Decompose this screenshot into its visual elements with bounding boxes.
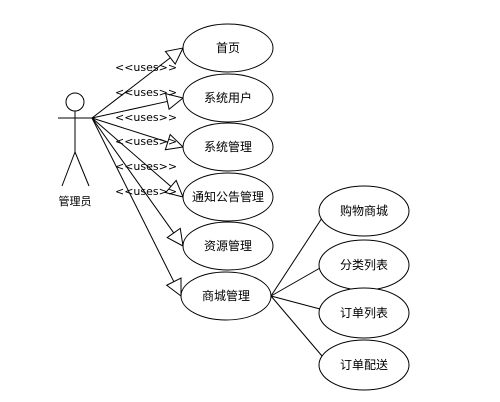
sub-use-case-shopping-mall: 购物商城 [318, 185, 410, 237]
actor-admin: 管理员 [58, 92, 92, 208]
sub-association-line [270, 295, 323, 357]
association-line [91, 117, 172, 187]
sub-use-case-ellipse [318, 287, 410, 339]
arrowhead-icon [165, 277, 182, 297]
actor-name: 管理员 [59, 194, 92, 208]
actor-head [65, 92, 85, 112]
sub-association-line [270, 217, 323, 297]
use-case-label: 通知公告管理 [192, 189, 264, 204]
actor-right-leg [74, 151, 90, 187]
relation-label: <<uses>> [115, 86, 177, 99]
sub-use-case-order-list: 订单列表 [318, 287, 410, 339]
use-case-ellipse [182, 122, 274, 172]
relation-label: <<uses>> [115, 185, 177, 198]
use-case-system-users: 系统用户 [182, 73, 274, 123]
relation-label: <<uses>> [115, 61, 177, 74]
arrowhead-icon [164, 92, 185, 111]
sub-use-case-category-list: 分类列表 [318, 239, 410, 291]
use-case-ellipse [182, 73, 274, 123]
arrowhead-icon [164, 179, 184, 198]
use-case-ellipse [182, 23, 274, 73]
sub-use-case-order-delivery: 订单配送 [318, 339, 410, 391]
sub-use-case-ellipse [318, 339, 410, 391]
sub-association-line [270, 295, 321, 310]
use-case-label: 资源管理 [204, 238, 252, 253]
association-line [91, 100, 168, 119]
sub-use-case-label: 购物商城 [340, 203, 388, 218]
use-case-label: 系统用户 [204, 90, 252, 105]
use-case-ellipse [180, 271, 272, 321]
association-line [91, 57, 171, 119]
association-line [91, 117, 175, 282]
relation-label: <<uses>> [115, 160, 177, 173]
use-case-label: 系统管理 [204, 139, 252, 154]
sub-use-case-label: 订单列表 [340, 306, 388, 320]
actor-left-leg [61, 151, 76, 187]
relation-labels: <<uses>> <<uses>> <<uses>> <<uses>> <<us… [115, 61, 177, 198]
arrowhead-icon [166, 227, 184, 247]
relation-label: <<uses>> [115, 135, 177, 148]
sub-association-lines [270, 217, 323, 357]
arrowhead-icon [164, 133, 185, 151]
use-case-mall-management: 商城管理 [180, 271, 272, 321]
sub-association-line [270, 267, 321, 297]
use-case-home: 首页 [182, 23, 274, 73]
use-case-ellipse [182, 172, 274, 222]
relation-label: <<uses>> [115, 111, 177, 124]
association-line [91, 117, 175, 234]
use-case-ellipse [182, 221, 274, 271]
use-case-notice-management: 通知公告管理 [182, 172, 274, 222]
use-case-label: 商城管理 [202, 288, 250, 303]
arrowhead-icon [164, 47, 184, 66]
association-line [91, 117, 168, 143]
sub-use-case-label: 订单配送 [340, 357, 388, 372]
use-case-system-management: 系统管理 [182, 122, 274, 172]
association-lines [91, 47, 185, 297]
sub-use-case-ellipse [318, 185, 410, 237]
sub-use-case-label: 分类列表 [340, 258, 388, 272]
use-case-resource-management: 资源管理 [182, 221, 274, 271]
use-case-label: 首页 [216, 41, 240, 55]
